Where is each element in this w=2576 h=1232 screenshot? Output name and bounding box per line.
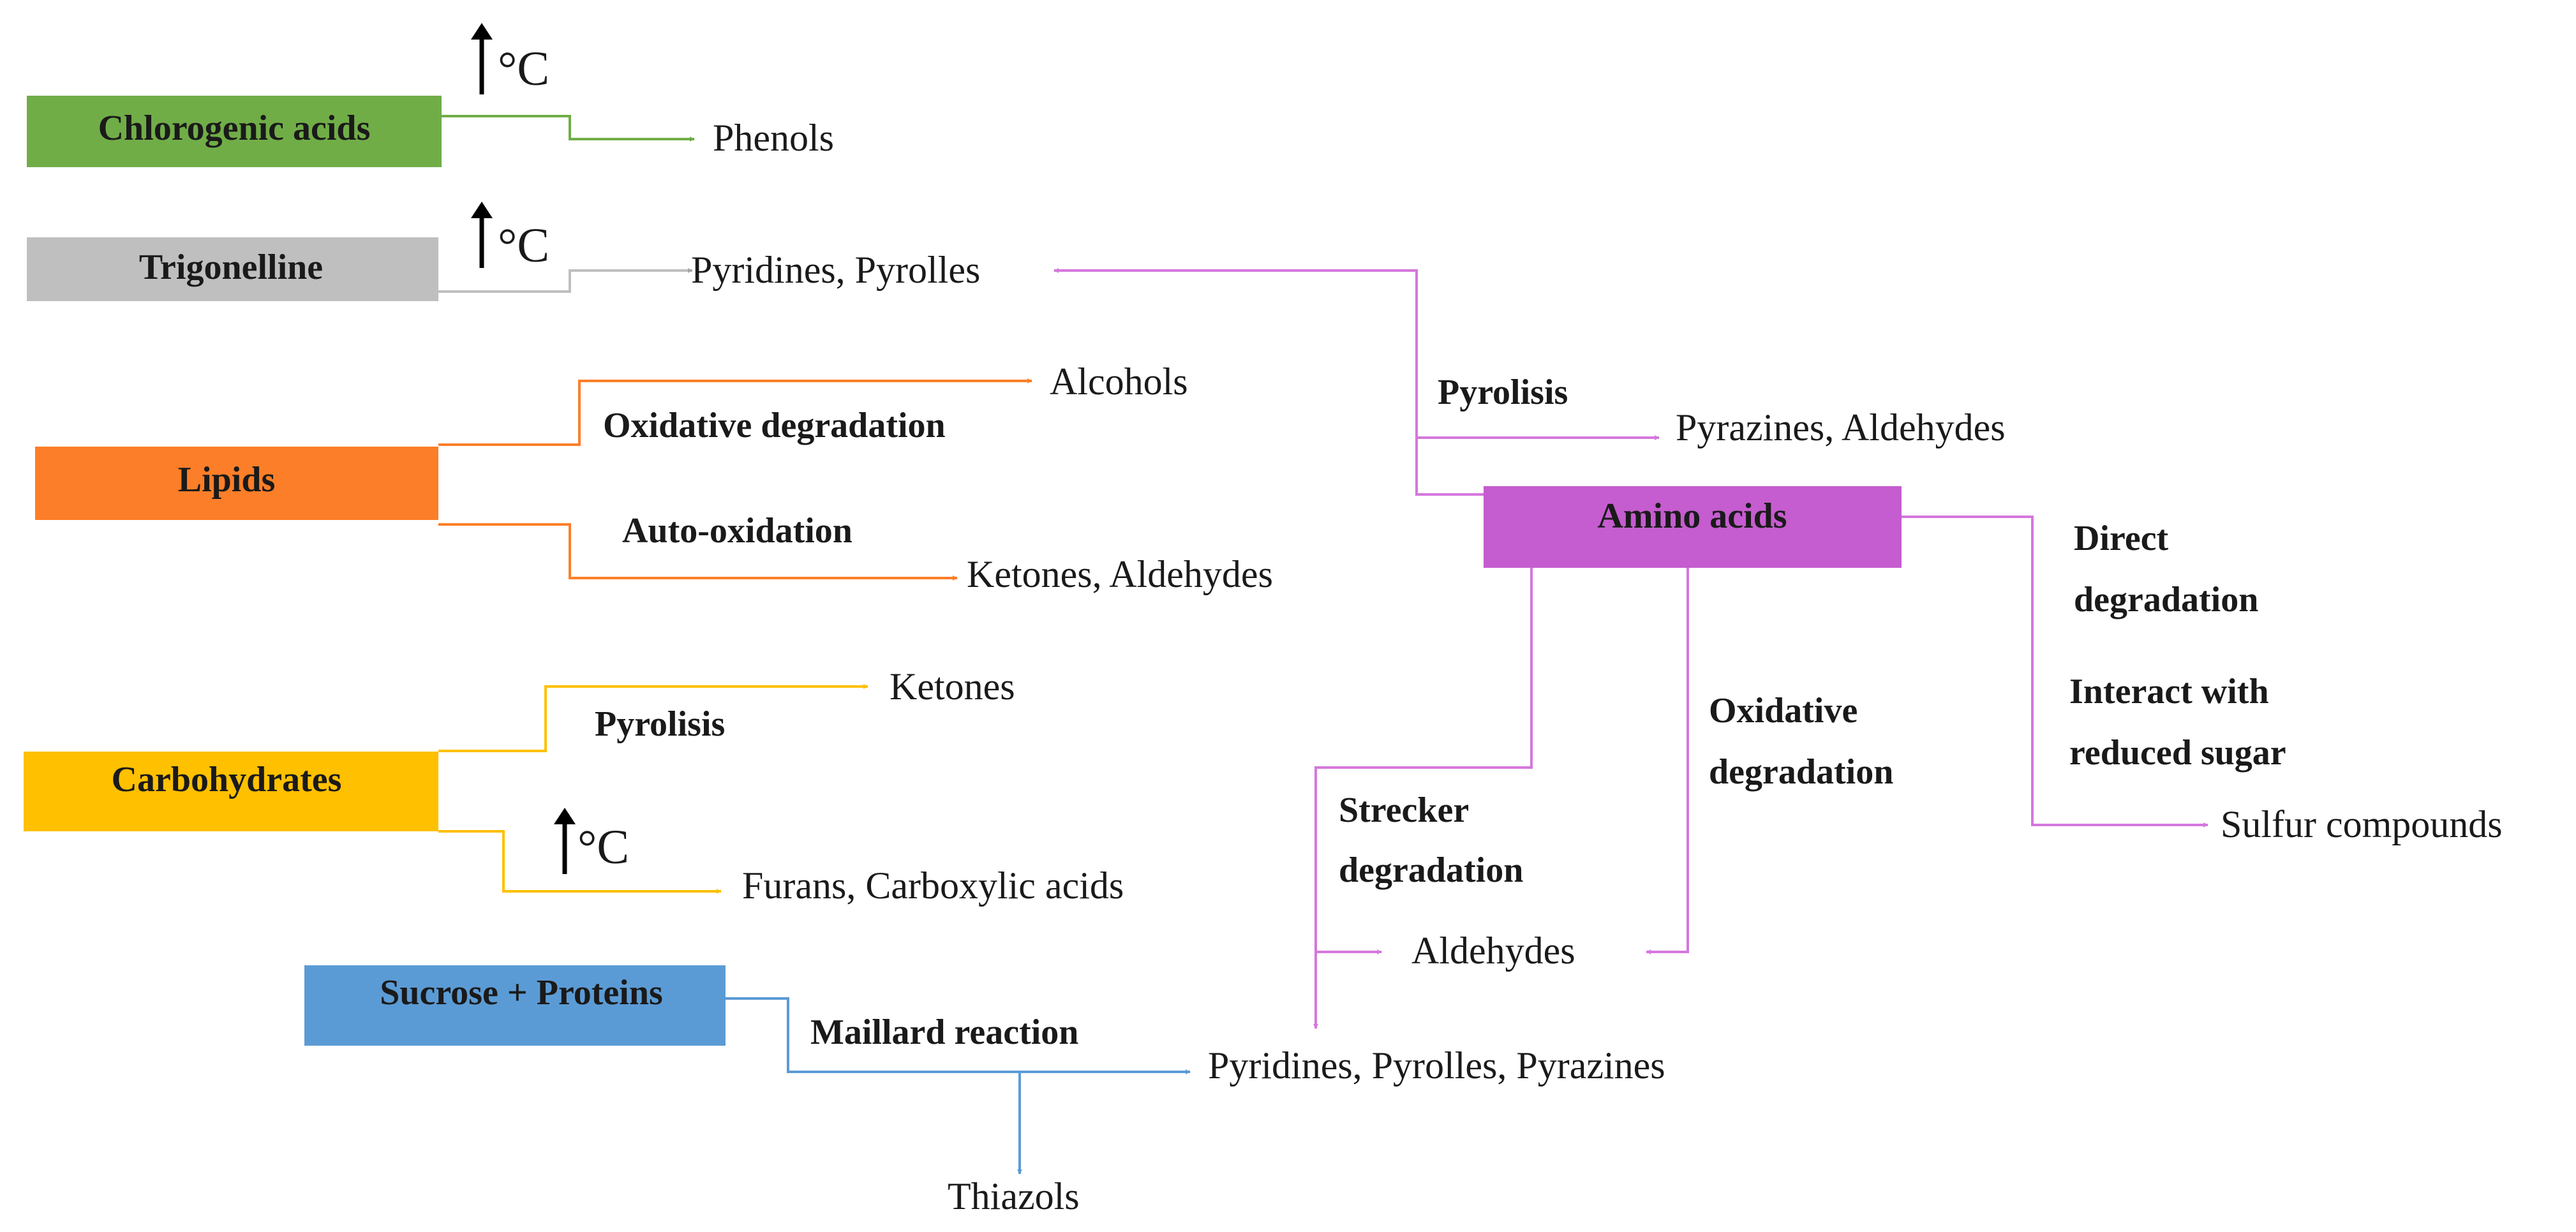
- carbohydrates-label: Carbohydrates: [112, 760, 342, 799]
- up-arrow-icon: [471, 23, 493, 94]
- flow-carbohydrates-to-ketones: [438, 684, 868, 752]
- product-sulfur-compounds: Sulfur compounds: [2221, 803, 2503, 845]
- process-lipid-oxidative-degradation: Oxidative degradation: [603, 406, 946, 445]
- flow-amino-to-pyridines-pyrolles: [1053, 268, 1484, 496]
- trigonelline-box: [27, 237, 438, 301]
- process-strecker-line2: degradation: [1339, 850, 1523, 890]
- flow-lipids-to-alcohols: [438, 378, 1032, 446]
- sucrose-label: Sucrose + Proteins: [380, 973, 663, 1013]
- source-lipids: Lipids: [35, 447, 438, 520]
- temperature-symbol: °C: [498, 219, 549, 272]
- flow-sucrose-to-pyridines-pyrazines: [726, 997, 1191, 1074]
- chlorogenic-label: Chlorogenic acids: [98, 108, 371, 148]
- trigonelline-label: Trigonelline: [139, 248, 323, 287]
- carbohydrates-box: [24, 752, 438, 831]
- product-thiazols: Thiazols: [948, 1175, 1080, 1217]
- temperature-symbol: °C: [577, 820, 629, 874]
- source-chlorogenic-acids: Chlorogenic acids: [27, 96, 442, 167]
- product-pyrazines-aldehydes: Pyrazines, Aldehydes: [1676, 406, 2006, 449]
- process-maillard-reaction: Maillard reaction: [810, 1013, 1078, 1052]
- lipids-label: Lipids: [178, 460, 276, 500]
- process-interact-line2: reduced sugar: [2069, 733, 2286, 773]
- process-lipid-auto-oxidation: Auto-oxidation: [622, 511, 852, 551]
- process-interact-line1: Interact with: [2069, 672, 2269, 711]
- source-carbohydrates: Carbohydrates: [24, 752, 438, 831]
- temperature-indicator-chlorogenic: °C: [471, 23, 549, 96]
- sucrose-box: [304, 965, 726, 1046]
- product-pyridines-pyrolles: Pyridines, Pyrolles: [691, 249, 980, 291]
- product-ketones-aldehydes: Ketones, Aldehydes: [967, 553, 1273, 595]
- process-strecker-line1: Strecker: [1339, 790, 1469, 830]
- process-direct-degradation-line2: degradation: [2074, 580, 2258, 620]
- product-aldehydes: Aldehydes: [1411, 930, 1575, 972]
- temperature-indicator-trigonelline: °C: [471, 202, 549, 272]
- flow-amino-to-sulfur: [1902, 516, 2208, 828]
- flow-amino-to-aldehydes-oxidative: [1646, 568, 1689, 954]
- product-phenols: Phenols: [713, 117, 834, 159]
- process-carbohydrate-pyrolisis: Pyrolisis: [595, 704, 725, 744]
- temperature-symbol: °C: [498, 42, 549, 96]
- source-trigonelline: Trigonelline: [27, 237, 438, 301]
- product-furans-carboxylic-acids: Furans, Carboxylic acids: [742, 865, 1124, 907]
- product-ketones: Ketones: [890, 665, 1015, 708]
- flow-amino-to-pyridines-strecker: [1313, 568, 1533, 1029]
- up-arrow-icon: [554, 808, 576, 874]
- chlorogenic-box: [27, 96, 442, 167]
- amino-label: Amino acids: [1597, 496, 1787, 536]
- flow-lipids-to-ketones-aldehydes: [438, 523, 958, 581]
- flow-trigonelline-to-pyridines: [438, 268, 693, 293]
- product-pyridines-pyrolles-pyrazines: Pyridines, Pyrolles, Pyrazines: [1208, 1044, 1665, 1087]
- flow-chlorogenic-to-phenols: [442, 115, 695, 142]
- process-amino-oxidative-line1: Oxidative: [1709, 691, 1858, 731]
- source-sucrose-proteins: Sucrose + Proteins: [304, 965, 726, 1046]
- process-direct-degradation-line1: Direct: [2074, 519, 2169, 558]
- amino-box: [1484, 486, 1902, 568]
- flow-carbohydrates-to-furans: [438, 830, 722, 894]
- temperature-indicator-carbohydrates: °C: [554, 808, 629, 874]
- source-amino-acids: Amino acids: [1484, 486, 1902, 568]
- product-alcohols: Alcohols: [1050, 360, 1188, 403]
- up-arrow-icon: [471, 202, 493, 268]
- process-amino-oxidative-line2: degradation: [1709, 752, 1893, 792]
- lipids-box: [35, 447, 438, 520]
- process-amino-pyrolisis: Pyrolisis: [1438, 373, 1568, 412]
